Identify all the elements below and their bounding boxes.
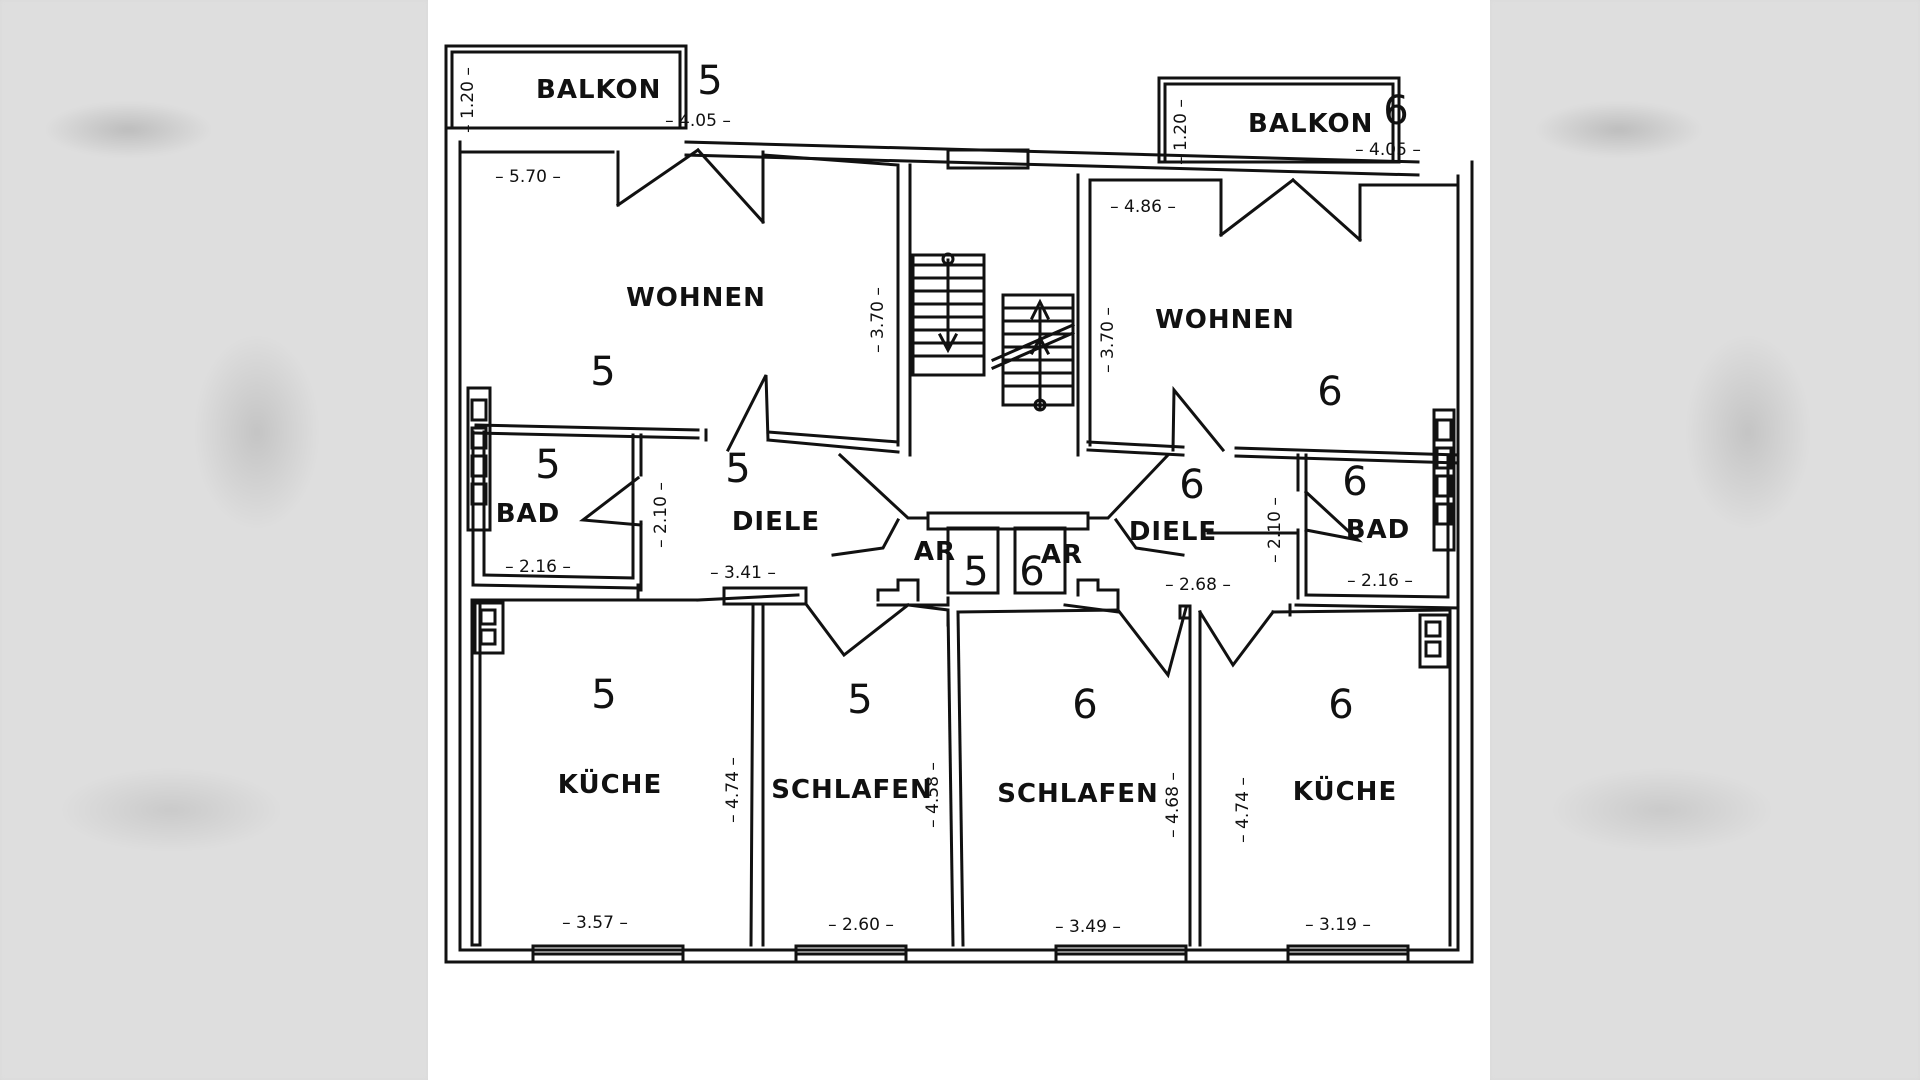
balcony-right-width: – 4.05 –: [1355, 140, 1421, 160]
diele-right-unit: 6: [1179, 462, 1204, 508]
schlafen-right-width: – 3.49 –: [1055, 917, 1121, 937]
balcony-right-outline: [1157, 76, 1401, 164]
door-swing-bad-right: [1303, 489, 1363, 543]
bad-left-width: – 2.16 –: [505, 557, 571, 577]
balcony-left-unit: 5: [697, 58, 722, 104]
kueche-right-width: – 3.19 –: [1305, 915, 1371, 935]
bad-right-walls: [1288, 408, 1460, 617]
door-swing-wohnen-right: [1171, 385, 1226, 453]
schlafen-right-label: SCHLAFEN: [997, 779, 1159, 809]
kueche-left-unit: 5: [591, 672, 616, 718]
bad-left-window-stack: [470, 398, 488, 506]
schlafen-right-unit: 6: [1072, 682, 1097, 728]
balcony-right-depth: – 1.20 –: [1171, 99, 1191, 165]
lower-rooms-walls: [470, 586, 1452, 947]
wohnen-left-unit: 5: [590, 349, 615, 395]
bad-right-label: BAD: [1346, 515, 1411, 545]
ar-left-label: AR: [914, 537, 956, 567]
diele-left-width: – 3.41 –: [710, 563, 776, 583]
blurred-background-left: [0, 0, 428, 1080]
diele-left-unit: 5: [725, 446, 750, 492]
diele-right-width: – 2.68 –: [1165, 575, 1231, 595]
floor-plan: BALKON 5 – 4.05 – – 1.20 – BALKON 6 – 4.…: [444, 44, 1474, 964]
floor-plan-sheet: BALKON 5 – 4.05 – – 1.20 – BALKON 6 – 4.…: [428, 0, 1490, 1080]
wohnen-right-label: WOHNEN: [1155, 305, 1295, 335]
door-swing-wohnen-left: [725, 374, 770, 453]
kueche-left-label: KÜCHE: [558, 767, 662, 800]
schlafen-left-width: – 2.60 –: [828, 915, 894, 935]
balcony-door-left: [615, 147, 766, 225]
balcony-left-width: – 4.05 –: [665, 111, 731, 131]
windows-bottom: [531, 944, 1410, 964]
bad-right-window-stack: [1435, 418, 1453, 526]
diele-left-label: DIELE: [732, 507, 820, 537]
wohnen-right-walls: [1076, 173, 1460, 465]
bad-left-walls: [466, 386, 700, 602]
ar-right-label: AR: [1041, 540, 1083, 570]
kueche-left-width: – 3.57 –: [562, 913, 628, 933]
vent-symbol-right: [1418, 613, 1450, 669]
balcony-door-right: [1218, 177, 1363, 243]
diele-corridor-walls: [704, 428, 1300, 535]
balcony-right-unit: 6: [1383, 88, 1408, 134]
door-swing-ar-left: [831, 517, 901, 557]
diele-right-depth: – 2.10 –: [1265, 497, 1285, 563]
balcony-left-label: BALKON: [536, 75, 661, 105]
blurred-background-right: [1490, 0, 1920, 1080]
ar-left-unit: 5: [963, 549, 988, 595]
diele-right-label: DIELE: [1129, 517, 1217, 547]
diele-left-depth: – 2.10 –: [651, 482, 671, 548]
outer-walls: [444, 126, 1474, 964]
kueche-left-depth: – 4.74 –: [723, 757, 743, 823]
wohnen-left-width: – 5.70 –: [495, 167, 561, 187]
balcony-left-outline: [444, 44, 688, 130]
staircase: [911, 252, 1075, 412]
bad-left-label: BAD: [496, 499, 561, 529]
bad-right-unit: 6: [1342, 459, 1367, 505]
wohnen-left-walls: [458, 150, 912, 457]
schlafen-left-unit: 5: [847, 677, 872, 723]
balcony-left-depth: – 1.20 –: [458, 67, 478, 133]
vent-symbol-left: [473, 601, 505, 655]
stair-window: [946, 148, 1030, 170]
door-swing-ar-right: [1113, 517, 1185, 557]
bad-right-width: – 2.16 –: [1347, 571, 1413, 591]
schlafen-left-label: SCHLAFEN: [771, 775, 933, 805]
balcony-right-label: BALKON: [1248, 109, 1373, 139]
kueche-right-depth: – 4.74 –: [1233, 777, 1253, 843]
schlafen-right-depth: – 4.68 –: [1163, 772, 1183, 838]
wohnen-right-depth: – 3.70 –: [1098, 307, 1118, 373]
kueche-right-label: KÜCHE: [1293, 774, 1397, 807]
ar-right-unit: 6: [1019, 549, 1044, 595]
ar-left-closet: [876, 526, 1000, 607]
wohnen-right-width: – 4.86 –: [1110, 197, 1176, 217]
wohnen-left-depth: – 3.70 –: [868, 287, 888, 353]
kueche-right-unit: 6: [1328, 682, 1353, 728]
door-swing-bad-left: [579, 475, 643, 527]
bad-left-unit: 5: [535, 442, 560, 488]
wohnen-left-label: WOHNEN: [626, 283, 766, 313]
wohnen-right-unit: 6: [1317, 369, 1342, 415]
schlafen-left-depth: – 4.58 –: [923, 762, 943, 828]
